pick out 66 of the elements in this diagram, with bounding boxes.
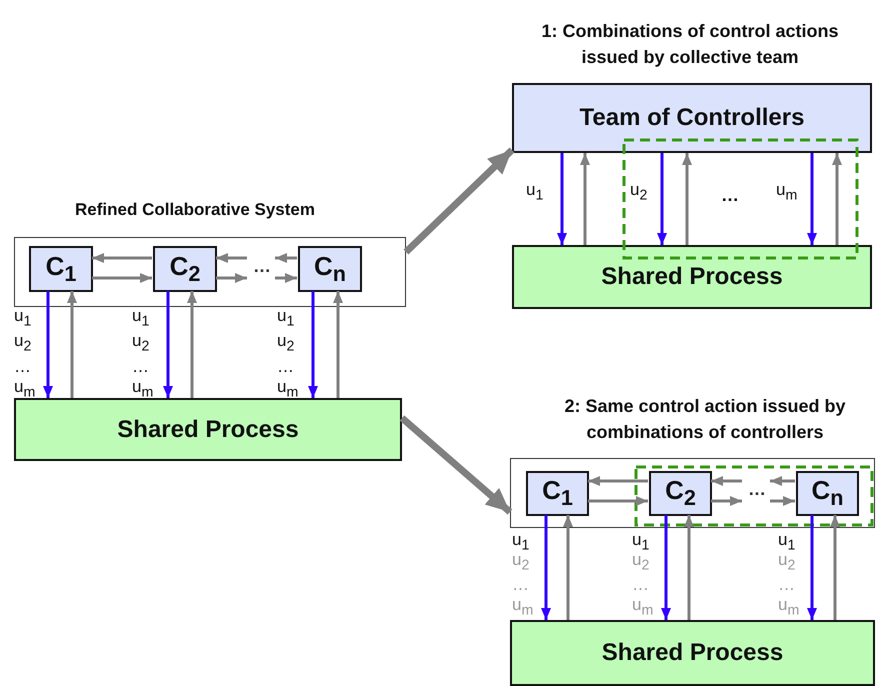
edge-label: u$_{1}$ u$_{2}$ … u$_{m}$ [132,306,154,402]
ellipsis-text: … [743,474,771,504]
arrow [832,153,842,245]
edge-label: u$_{1}$ [526,180,544,206]
arrow [333,291,343,398]
process-box [512,245,872,309]
arrow [275,273,297,283]
arrow [43,291,53,398]
arrow [588,496,648,506]
controller-box [649,471,712,516]
heading: Refined Collaborative System [74,199,316,221]
process-box [14,398,402,461]
system-frame [510,458,875,528]
arrow [661,515,671,620]
box-label: C$_{1}$ [542,475,573,512]
controller-box [512,83,872,153]
arrow [588,476,648,486]
arrow [807,153,817,245]
arrow [580,153,590,245]
controller-box [153,246,217,292]
box-label: C$_{2}$ [665,475,696,512]
process-box [510,620,875,686]
arrow [92,253,152,263]
arrow [711,496,742,506]
arrow [216,253,247,263]
arrow [770,476,795,486]
heading: … [720,184,740,207]
arrow [92,273,152,283]
ellipsis-text: … [248,251,276,281]
arrow [684,515,694,620]
edge-label: u$_{m}$ [776,180,798,206]
box-label: Shared Process [117,416,299,444]
transition-arrow [404,147,514,254]
system-frame [14,237,406,307]
box-label: C$_{2}$ [170,250,200,288]
edge-label: u$_{2}$ [630,180,648,206]
arrow [216,273,247,283]
controller-box [298,246,362,292]
controller-box [796,471,859,516]
edge-label: u$_{1}$ u$_{2}$ … u$_{m}$ [277,306,300,402]
arrow [830,515,840,620]
arrow [187,291,197,398]
arrow [682,153,692,245]
arrow [563,515,573,620]
arrow [770,496,795,506]
arrow [557,153,567,245]
edge-label: u$_{1}$ u$_{2}$ … u$_{m}$ [14,306,36,402]
transition-arrow [400,415,512,515]
controller-box [29,246,93,292]
box-label: Shared Process [601,263,783,291]
arrow [308,291,318,398]
controller-box [526,471,589,516]
arrow [807,515,817,620]
box-label: Shared Process [602,639,784,667]
arrow [541,515,551,620]
arrow [711,476,742,486]
heading: 1: Combinations of control actions issued by collective team [540,20,840,69]
box-label: C$_{1}$ [46,250,76,288]
arrow [67,291,77,398]
box-label: C$_{n}$ [811,475,844,512]
heading: 2: Same control action issued by combinations of controllers [563,395,847,444]
arrow [163,291,173,398]
box-label: C$_{n}$ [314,250,346,288]
arrow [657,153,667,245]
box-label: Team of Controllers [580,104,804,132]
arrow [275,253,297,263]
